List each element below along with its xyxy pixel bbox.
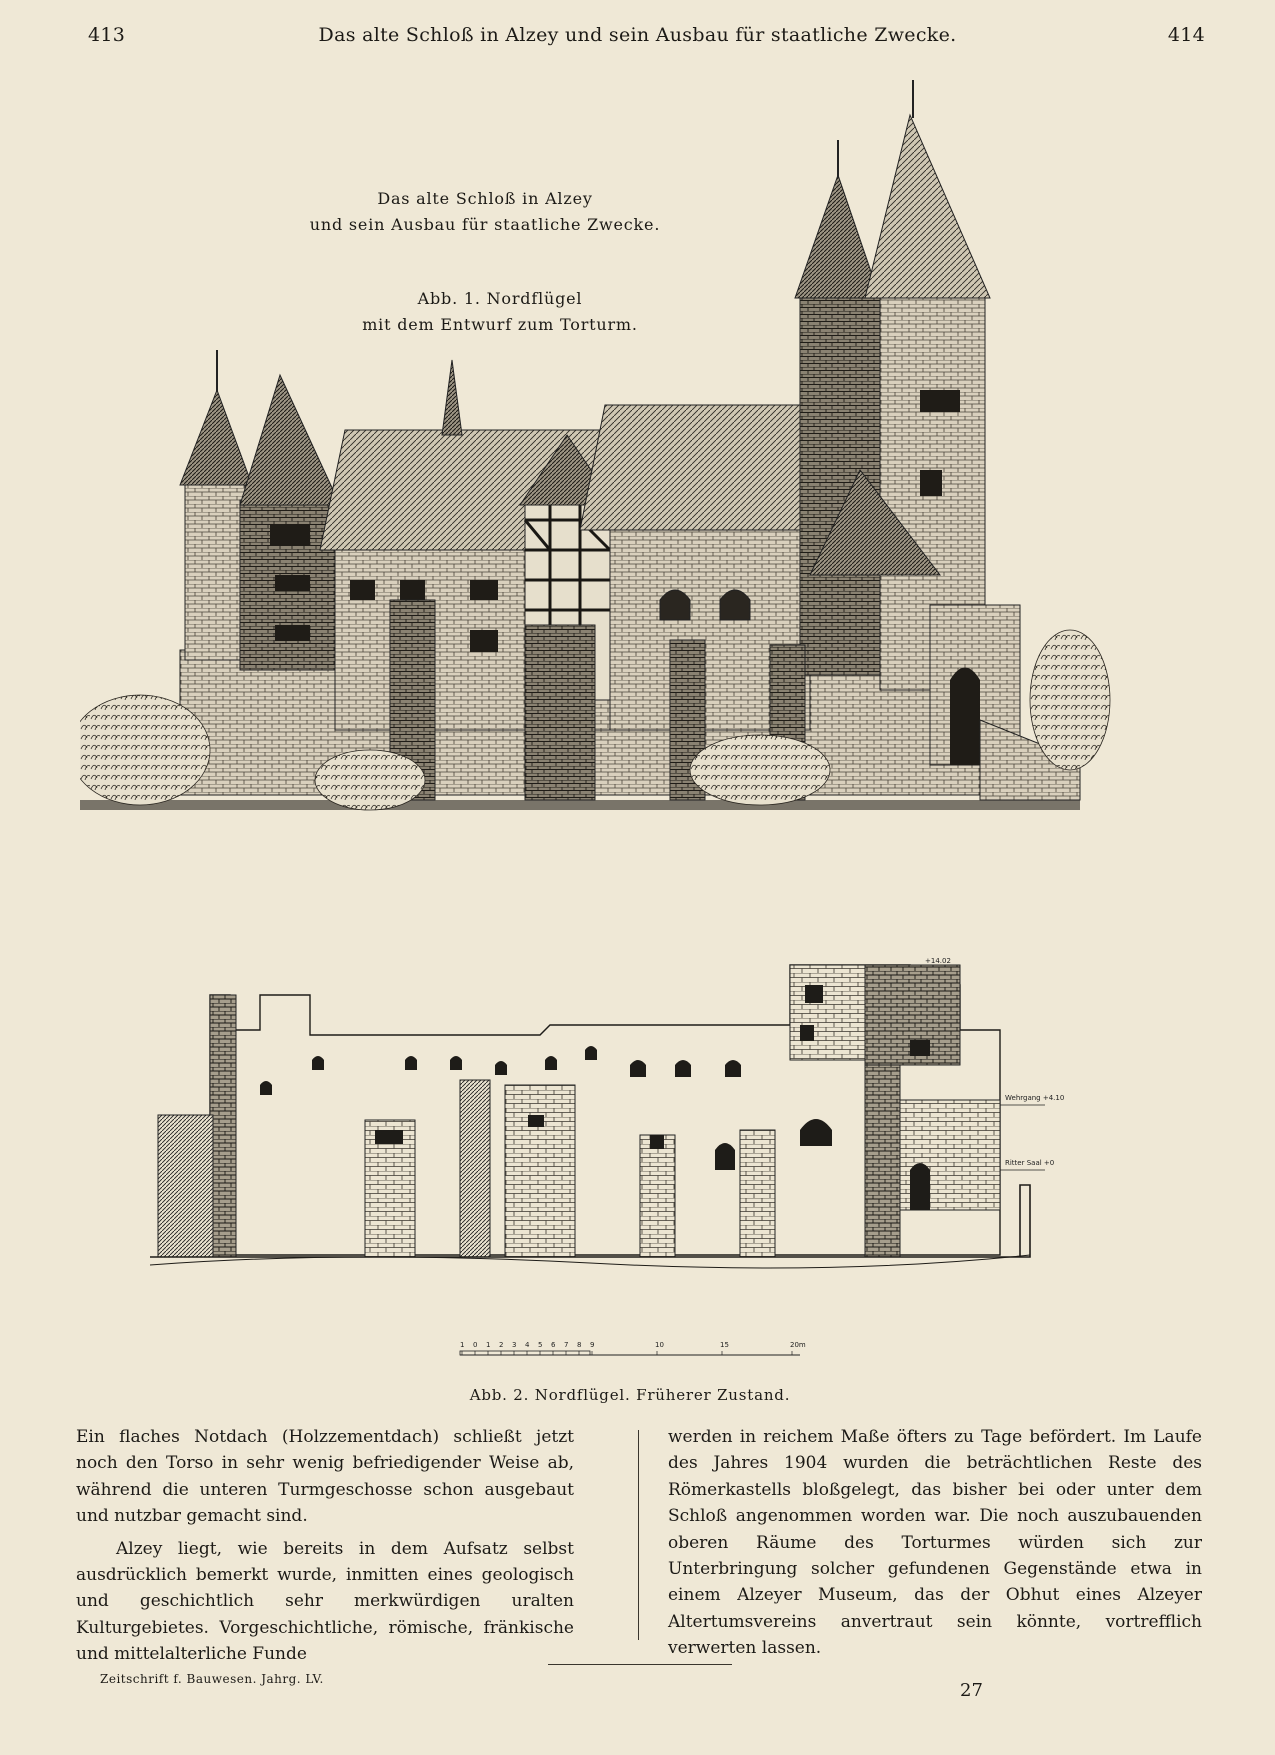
scale-tick-label: 10 <box>655 1341 664 1349</box>
footer-rule <box>548 1664 732 1665</box>
scale-tick-label: 15 <box>720 1341 729 1349</box>
main-tower-roof <box>794 173 881 299</box>
right-hall-roof <box>579 404 826 531</box>
text-column-left: Ein flaches Notdach (Holzzementdach) sch… <box>76 1424 574 1668</box>
page-number-left: 413 <box>88 24 126 46</box>
scale-tick-label: 8 <box>577 1341 581 1349</box>
figure2-caption: Abb. 2. Nordflügel. Früherer Zustand. <box>469 1386 791 1404</box>
main-tower <box>799 294 891 676</box>
scale-tick-label: 6 <box>551 1341 556 1349</box>
page-number-bottom: 27 <box>960 1680 983 1701</box>
article-title-line2: und sein Ausbau für staatliche Zwecke. <box>309 215 661 234</box>
spire <box>441 359 463 436</box>
scale-tick-label: 9 <box>590 1341 594 1349</box>
scale-tick-label: 1 <box>486 1341 490 1349</box>
figure1-castle-drawing <box>80 80 1111 811</box>
text-column-right: werden in reichem Maße öfters zu Tage be… <box>668 1424 1202 1662</box>
label-wehrgang: Wehrgang +4.10 <box>1005 1094 1064 1102</box>
scale-tick-label: 0 <box>473 1341 477 1349</box>
figure1-caption: Abb. 1. Nordflügel mit dem Entwurf zum T… <box>340 286 660 338</box>
column-divider <box>638 1430 639 1640</box>
scale-tick-label: 4 <box>525 1341 530 1349</box>
figure1-caption-line1: Abb. 1. Nordflügel <box>417 289 583 308</box>
page-number-right: 414 <box>1167 24 1205 46</box>
ground-line <box>80 800 1080 810</box>
scale-tick-label: 3 <box>512 1341 516 1349</box>
paragraph: Ein flaches Notdach (Holzzementdach) sch… <box>76 1427 574 1527</box>
article-title: Das alte Schloß in Alzey und sein Ausbau… <box>270 186 700 238</box>
label-rittersaal: Ritter Saal +0 <box>1005 1159 1054 1167</box>
figure1-caption-line2: mit dem Entwurf zum Torturm. <box>362 315 638 334</box>
scale-tick-label: 20m <box>790 1341 806 1349</box>
paragraph: werden in reichem Maße öfters zu Tage be… <box>668 1427 1202 1659</box>
running-title: Das alte Schloß in Alzey und sein Ausbau… <box>318 24 957 46</box>
scale-tick-label: 5 <box>538 1341 542 1349</box>
left-tower <box>184 479 246 661</box>
scale-tick-label: 1 <box>460 1341 464 1349</box>
journal-name: Zeitschrift f. Bauwesen. Jahrg. LV. <box>100 1672 324 1686</box>
left-wing-roof <box>239 373 341 506</box>
scale-tick-label: 2 <box>499 1341 503 1349</box>
paragraph: Alzey liegt, wie bereits in dem Aufsatz … <box>76 1538 574 1665</box>
left-tower-roof <box>179 388 253 486</box>
label-top-height: +14.02 <box>925 957 951 965</box>
article-title-line1: Das alte Schloß in Alzey <box>377 189 593 208</box>
tall-tower-roof <box>864 113 991 299</box>
scale-tick-label: 7 <box>564 1341 568 1349</box>
